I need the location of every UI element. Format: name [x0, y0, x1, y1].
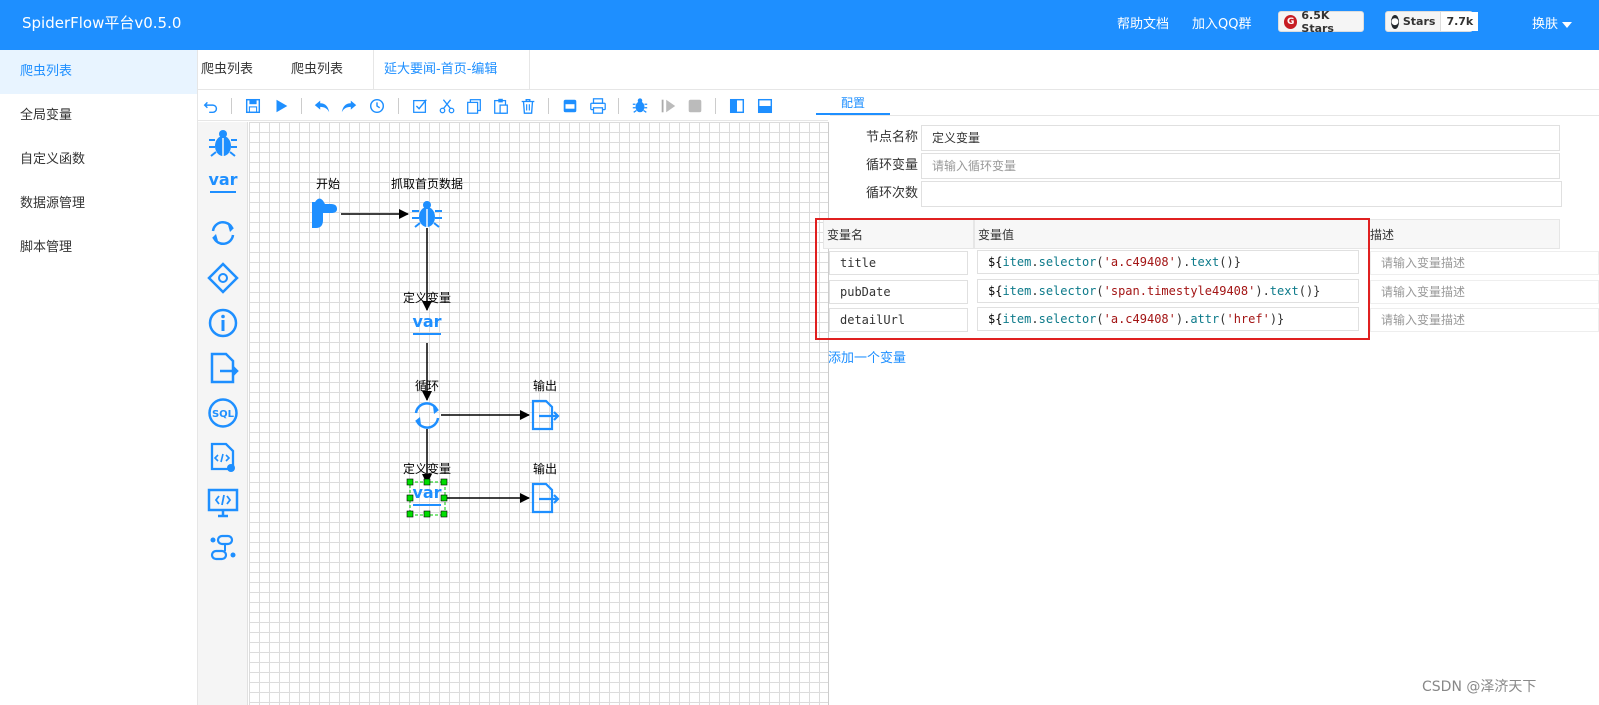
- delete-icon[interactable]: [518, 96, 538, 116]
- node-label-var1: 定义变量: [402, 291, 452, 305]
- node-label-out1: 输出: [532, 379, 558, 393]
- variable-icon[interactable]: var: [406, 478, 448, 518]
- flow-diagram: var var: [312, 198, 560, 518]
- loop-count-label: 循环次数: [865, 186, 918, 201]
- copy-icon[interactable]: [464, 96, 484, 116]
- tab-spider-list-2[interactable]: 爬虫列表: [291, 62, 344, 77]
- process-icon[interactable]: [203, 528, 243, 568]
- redo-arrow-icon[interactable]: [339, 96, 359, 116]
- node-name-input[interactable]: 定义变量: [921, 125, 1560, 151]
- sidebar-item-scripts[interactable]: 脚本管理: [20, 240, 73, 255]
- node-label-out2: 输出: [532, 462, 558, 476]
- var-desc-input[interactable]: 请输入变量描述: [1370, 251, 1599, 275]
- var-node-text-2: var: [412, 483, 441, 502]
- sidebar: 爬虫列表 全局变量 自定义函数 数据源管理 脚本管理: [0, 50, 198, 705]
- loop-var-input[interactable]: 请输入循环变量: [921, 153, 1560, 179]
- debug-icon[interactable]: [630, 96, 650, 116]
- node-label-loop: 循环: [414, 379, 440, 393]
- loop-var-label: 循环变量: [865, 158, 918, 173]
- stop-icon[interactable]: [685, 96, 705, 116]
- run-icon[interactable]: [271, 96, 291, 116]
- node-label-start: 开始: [315, 177, 341, 191]
- editor-toolbar: [198, 91, 828, 121]
- add-variable-link[interactable]: 添加一个变量: [828, 351, 907, 366]
- var-node-text: var: [412, 312, 441, 331]
- loop-count-input[interactable]: [921, 181, 1562, 207]
- help-docs-link[interactable]: 帮助文档: [1117, 17, 1170, 32]
- app-title: SpiderFlow平台v0.5.0: [22, 14, 182, 32]
- output-icon[interactable]: [531, 399, 560, 431]
- var-name-input[interactable]: detailUrl: [829, 308, 968, 332]
- gitee-stars-badge[interactable]: G 6.5K Stars: [1278, 9, 1364, 35]
- loop-icon[interactable]: [203, 213, 243, 253]
- variable-icon[interactable]: var: [203, 162, 243, 202]
- select-all-icon[interactable]: [410, 96, 430, 116]
- left-panel-icon[interactable]: [727, 96, 747, 116]
- sidebar-item-spider-list[interactable]: 爬虫列表: [0, 50, 197, 94]
- shape-palette: var SQL: [198, 122, 248, 705]
- node-label-fetch: 抓取首页数据: [390, 177, 464, 191]
- node-name-row: 节点名称 定义变量: [830, 125, 1599, 151]
- github-icon: ●: [1391, 14, 1399, 29]
- tab-spider-list-1[interactable]: 爬虫列表: [201, 62, 254, 77]
- col-var-value: 变量值: [974, 219, 1369, 249]
- variable-icon[interactable]: var: [412, 312, 442, 335]
- var-name-input[interactable]: pubDate: [829, 280, 968, 304]
- var-value-input[interactable]: ${item.selector('a.c49408').attr('href')…: [977, 307, 1359, 331]
- diamond-icon[interactable]: [203, 258, 243, 298]
- top-bar: SpiderFlow平台v0.5.0 帮助文档 加入QQ群 G 6.5K Sta…: [0, 0, 1599, 50]
- code-monitor-icon[interactable]: [203, 483, 243, 523]
- skin-menu[interactable]: 换肤: [1532, 13, 1573, 32]
- bottom-panel-icon[interactable]: [755, 96, 775, 116]
- sidebar-item-datasource[interactable]: 数据源管理: [20, 196, 86, 211]
- loop-count-row: 循环次数: [830, 181, 1599, 207]
- info-icon[interactable]: [203, 303, 243, 343]
- sidebar-item-global-vars[interactable]: 全局变量: [20, 108, 73, 123]
- hand-pointer-icon[interactable]: [312, 198, 337, 228]
- image-icon[interactable]: [560, 96, 580, 116]
- undo-arrow-icon[interactable]: [312, 96, 332, 116]
- watermark: CSDN @泽济天下: [1422, 679, 1537, 695]
- save-icon[interactable]: [243, 96, 263, 116]
- highlight-box: [815, 218, 1370, 340]
- spider-icon[interactable]: [412, 201, 442, 228]
- chevron-down-icon: [1562, 21, 1573, 28]
- var-value-input[interactable]: ${item.selector('span.timestyle49408').t…: [977, 279, 1359, 303]
- print-icon[interactable]: [588, 96, 608, 116]
- col-var-name: 变量名: [823, 219, 974, 249]
- flow-canvas[interactable]: var var: [249, 122, 829, 705]
- svg-text:SQL: SQL: [212, 409, 235, 420]
- var-desc-input[interactable]: 请输入变量描述: [1370, 308, 1599, 332]
- gitee-icon: G: [1284, 14, 1298, 29]
- node-name-label: 节点名称: [865, 130, 918, 145]
- col-description: 描述: [1369, 219, 1560, 249]
- tab-config[interactable]: 配置: [816, 91, 890, 115]
- paste-icon[interactable]: [491, 96, 511, 116]
- output-icon[interactable]: [203, 348, 243, 388]
- sql-icon[interactable]: SQL: [203, 393, 243, 433]
- github-stars-badge[interactable]: ● Stars 7.7k: [1385, 11, 1479, 32]
- script-file-icon[interactable]: [203, 438, 243, 478]
- loop-var-row: 循环变量 请输入循环变量: [830, 153, 1599, 179]
- output-icon[interactable]: [531, 482, 560, 514]
- node-label-var2: 定义变量: [402, 462, 452, 476]
- loop-icon[interactable]: [414, 402, 440, 429]
- history-icon[interactable]: [367, 96, 387, 116]
- spider-icon[interactable]: [203, 123, 243, 163]
- tab-edit-flow[interactable]: 延大要闻-首页-编辑: [373, 50, 530, 90]
- svg-text:var: var: [208, 170, 237, 189]
- join-qq-link[interactable]: 加入QQ群: [1192, 17, 1252, 32]
- var-desc-input[interactable]: 请输入变量描述: [1370, 280, 1599, 304]
- tab-bar: 爬虫列表 爬虫列表 延大要闻-首页-编辑: [198, 50, 1599, 90]
- resume-icon[interactable]: [658, 96, 678, 116]
- sidebar-item-custom-functions[interactable]: 自定义函数: [20, 152, 86, 167]
- cut-icon[interactable]: [437, 96, 457, 116]
- undo-icon[interactable]: [201, 96, 221, 116]
- config-panel: 配置 节点名称 定义变量 循环变量 请输入循环变量 循环次数 变量名 变量值 描…: [815, 91, 1599, 705]
- var-name-input[interactable]: title: [829, 251, 968, 275]
- var-value-input[interactable]: ${item.selector('a.c49408').text()}: [977, 250, 1359, 274]
